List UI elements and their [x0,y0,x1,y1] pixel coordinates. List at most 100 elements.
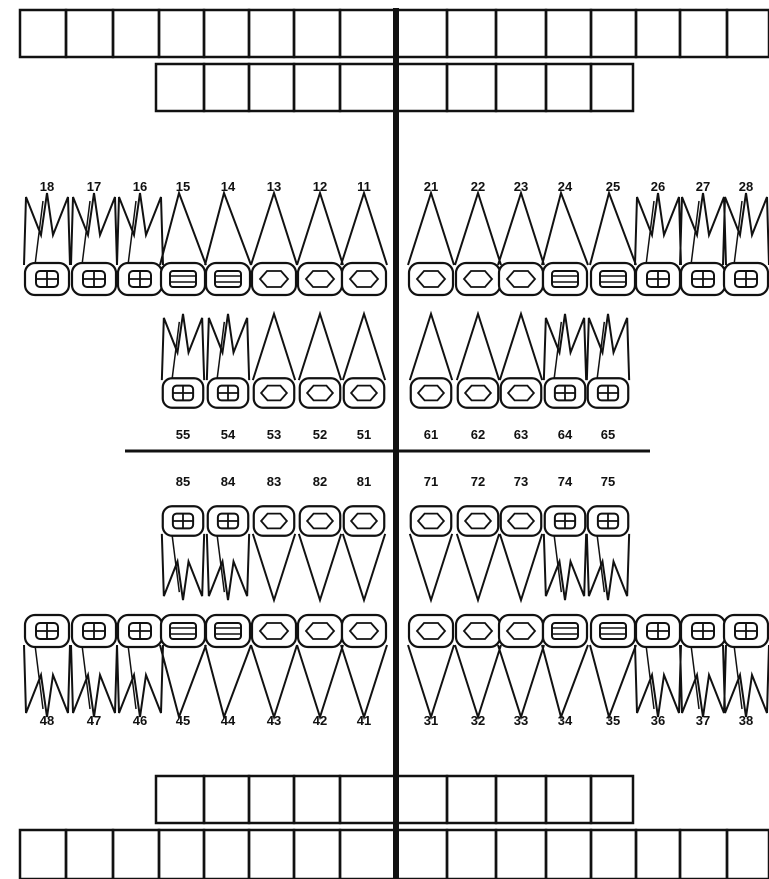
tooth-anterior[interactable] [341,193,387,295]
record-box-upper-outer[interactable] [727,10,769,57]
record-box-lower-inner[interactable] [396,776,447,823]
record-box-upper-inner[interactable] [249,64,294,111]
record-box-upper-outer[interactable] [591,10,636,57]
record-box-lower-outer[interactable] [204,830,249,879]
tooth-molar[interactable] [587,314,629,408]
record-box-lower-outer[interactable] [249,830,294,879]
tooth-molar[interactable] [635,193,681,295]
tooth-anterior[interactable] [455,193,501,295]
tooth-molar[interactable] [24,193,70,295]
tooth-molar[interactable] [680,193,726,295]
record-box-upper-inner[interactable] [294,64,340,111]
tooth-anterior[interactable] [457,314,499,408]
record-box-lower-inner[interactable] [591,776,633,823]
tooth-anterior[interactable] [500,314,542,408]
tooth-premolar[interactable] [590,193,636,295]
tooth-molar[interactable] [24,615,70,717]
tooth-molar[interactable] [635,615,681,717]
tooth-anterior[interactable] [410,506,452,600]
tooth-premolar[interactable] [160,615,206,717]
record-box-lower-outer[interactable] [113,830,159,879]
tooth-molar[interactable] [71,193,117,295]
tooth-anterior[interactable] [500,506,542,600]
tooth-anterior[interactable] [410,314,452,408]
tooth-premolar[interactable] [205,615,251,717]
tooth-molar[interactable] [587,506,629,600]
tooth-anterior[interactable] [297,193,343,295]
record-box-lower-inner[interactable] [156,776,204,823]
tooth-anterior[interactable] [297,615,343,717]
tooth-premolar[interactable] [542,193,588,295]
record-box-lower-inner[interactable] [546,776,591,823]
tooth-anterior[interactable] [408,615,454,717]
record-box-lower-outer[interactable] [396,830,447,879]
tooth-anterior[interactable] [299,506,341,600]
record-box-upper-inner[interactable] [396,64,447,111]
record-box-upper-inner[interactable] [447,64,496,111]
tooth-anterior[interactable] [341,615,387,717]
tooth-molar[interactable] [162,506,204,600]
tooth-anterior[interactable] [343,506,385,600]
tooth-premolar[interactable] [590,615,636,717]
tooth-anterior[interactable] [457,506,499,600]
record-box-lower-inner[interactable] [204,776,249,823]
record-box-upper-outer[interactable] [249,10,294,57]
record-box-lower-outer[interactable] [447,830,496,879]
record-box-upper-outer[interactable] [680,10,727,57]
record-box-upper-outer[interactable] [546,10,591,57]
record-box-upper-inner[interactable] [204,64,249,111]
tooth-molar[interactable] [680,615,726,717]
tooth-anterior[interactable] [251,193,297,295]
record-box-upper-outer[interactable] [340,10,396,57]
record-box-lower-outer[interactable] [591,830,636,879]
record-box-upper-outer[interactable] [113,10,159,57]
tooth-molar[interactable] [723,193,769,295]
tooth-anterior[interactable] [498,193,544,295]
record-box-lower-inner[interactable] [447,776,496,823]
tooth-anterior[interactable] [343,314,385,408]
record-box-lower-outer[interactable] [680,830,727,879]
record-box-upper-inner[interactable] [496,64,546,111]
record-box-upper-outer[interactable] [66,10,113,57]
record-box-upper-outer[interactable] [396,10,447,57]
tooth-premolar[interactable] [205,193,251,295]
record-box-lower-inner[interactable] [496,776,546,823]
tooth-premolar[interactable] [160,193,206,295]
record-box-upper-outer[interactable] [204,10,249,57]
record-box-upper-inner[interactable] [156,64,204,111]
record-box-lower-outer[interactable] [546,830,591,879]
record-box-lower-outer[interactable] [66,830,113,879]
record-box-upper-outer[interactable] [159,10,204,57]
record-box-upper-outer[interactable] [294,10,340,57]
tooth-anterior[interactable] [408,193,454,295]
record-box-upper-outer[interactable] [447,10,496,57]
record-box-lower-outer[interactable] [496,830,546,879]
record-box-lower-outer[interactable] [294,830,340,879]
tooth-molar[interactable] [117,615,163,717]
tooth-molar[interactable] [207,506,249,600]
tooth-anterior[interactable] [253,314,295,408]
tooth-molar[interactable] [544,314,586,408]
record-box-lower-inner[interactable] [294,776,340,823]
tooth-molar[interactable] [207,314,249,408]
record-box-lower-inner[interactable] [340,776,396,823]
record-box-upper-outer[interactable] [20,10,66,57]
record-box-lower-outer[interactable] [340,830,396,879]
record-box-upper-outer[interactable] [496,10,546,57]
record-box-lower-outer[interactable] [159,830,204,879]
record-box-lower-inner[interactable] [249,776,294,823]
tooth-anterior[interactable] [455,615,501,717]
record-box-lower-outer[interactable] [20,830,66,879]
tooth-molar[interactable] [71,615,117,717]
tooth-anterior[interactable] [498,615,544,717]
record-box-upper-inner[interactable] [591,64,633,111]
tooth-molar[interactable] [162,314,204,408]
record-box-lower-outer[interactable] [727,830,769,879]
record-box-lower-outer[interactable] [636,830,680,879]
tooth-molar[interactable] [117,193,163,295]
tooth-anterior[interactable] [253,506,295,600]
tooth-premolar[interactable] [542,615,588,717]
record-box-upper-outer[interactable] [636,10,680,57]
record-box-upper-inner[interactable] [546,64,591,111]
tooth-molar[interactable] [544,506,586,600]
